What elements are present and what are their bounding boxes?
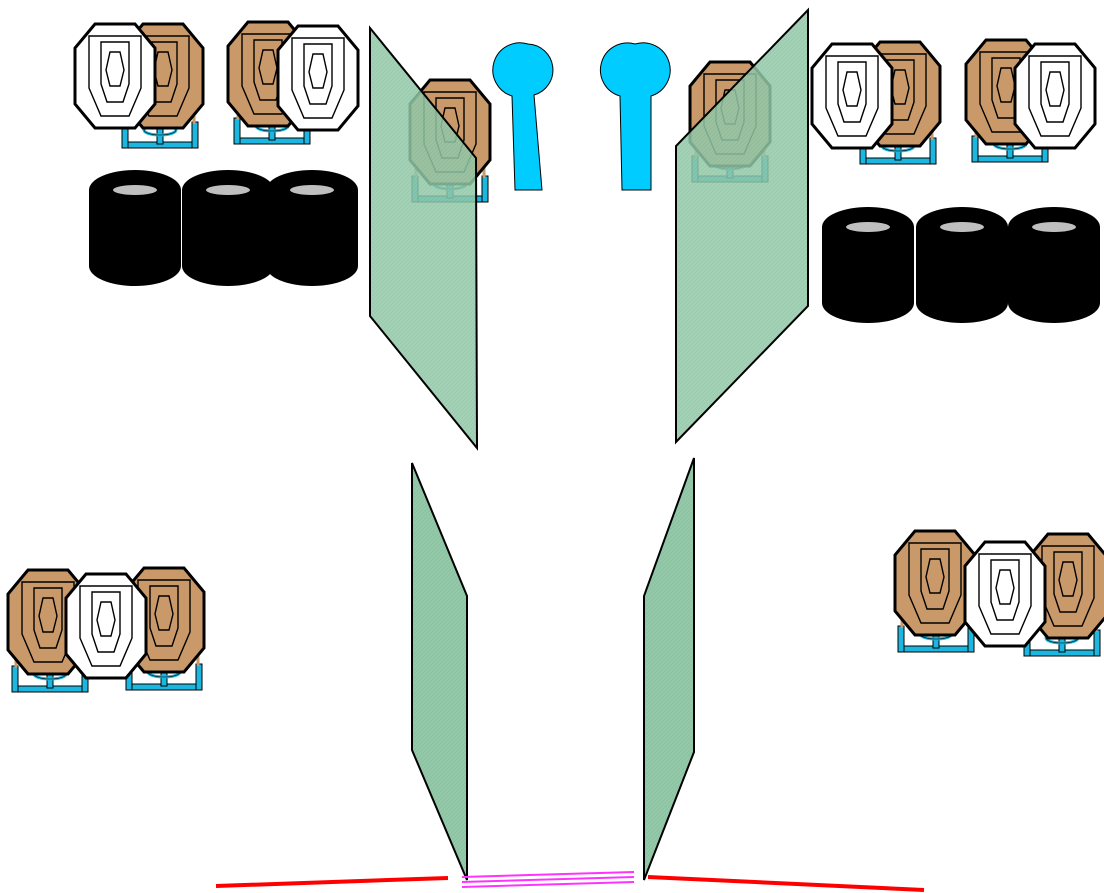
wall-icon [411, 462, 468, 881]
popper-right [599, 42, 671, 191]
no-shoot-target [810, 42, 894, 150]
start-position [461, 871, 635, 888]
popper-left [492, 42, 554, 191]
popper-icon [492, 42, 554, 191]
no-shoot-target [64, 572, 148, 680]
vision-barrier-upper-left [369, 25, 479, 451]
fault-line-right [647, 875, 925, 892]
line-icon [215, 876, 449, 888]
vision-barrier-lower-left [411, 462, 468, 881]
barrel-icon [182, 170, 274, 286]
barrel-stack-right [822, 207, 1100, 323]
wall-icon [369, 25, 479, 451]
shoot-target [893, 529, 977, 637]
barrel-icon [822, 207, 914, 323]
no-shoot-target [276, 24, 360, 132]
no-shoot-target [73, 22, 157, 130]
no-shoot-target [963, 540, 1047, 648]
barrel-icon [916, 207, 1008, 323]
wall-icon [675, 7, 809, 445]
barrel-icon [89, 170, 181, 286]
fault-line-left [215, 876, 449, 888]
popper-icon [599, 42, 671, 191]
target-array-top-right [810, 38, 1097, 166]
target-array-right [893, 529, 1104, 658]
barrel-stack-left [89, 170, 358, 286]
no-shoot-target [1013, 42, 1097, 150]
wall-icon [643, 457, 695, 881]
vision-barrier-upper-right [675, 7, 809, 445]
target-array-top-left [73, 20, 360, 150]
vision-barrier-lower-right [643, 457, 695, 881]
line-icon [647, 875, 925, 892]
barrel-icon [266, 170, 358, 286]
target-array-left [6, 566, 206, 694]
barrel-icon [1008, 207, 1100, 323]
